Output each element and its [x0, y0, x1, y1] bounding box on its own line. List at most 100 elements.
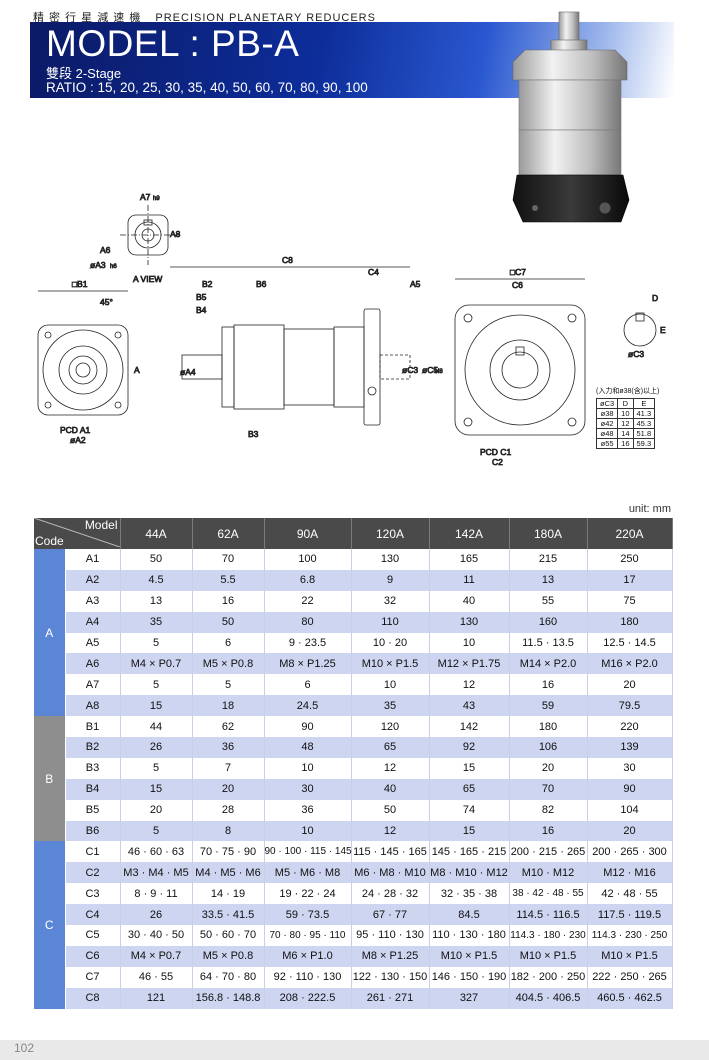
table-cell: 44 [120, 716, 193, 738]
table-cell: 114.5 · 116.5 [509, 904, 588, 926]
row-code: B6 [65, 820, 121, 842]
table-cell: 12 [351, 757, 430, 779]
table-cell: 38 · 42 · 48 · 55 [509, 883, 588, 905]
table-cell: 30 [587, 757, 673, 779]
table-cell: 11 [429, 569, 510, 591]
key-cell: 51.8 [632, 428, 656, 439]
label-b3: B3 [248, 429, 259, 439]
table-corner: Model Code [34, 518, 121, 549]
table-cell: M14 × P2.0 [509, 653, 588, 675]
label-a: A [134, 365, 140, 375]
table-cell: 74 [429, 799, 510, 821]
table-cell: 10 [264, 757, 352, 779]
flange-view: □C7 C6 PCD C1 C2 [454, 267, 586, 467]
row-code: B1 [65, 716, 121, 738]
ratio-label: RATIO : 15, 20, 25, 30, 35, 40, 50, 60, … [46, 80, 368, 95]
table-cell: 10 [429, 632, 510, 654]
product-image [512, 11, 630, 223]
table-cell: 9 · 23.5 [264, 632, 352, 654]
row-code: A2 [65, 569, 121, 591]
table-cell: 20 [120, 799, 193, 821]
unit-label: unit: mm [628, 503, 671, 515]
table-cell: 82 [509, 799, 588, 821]
table-cell: M16 × P2.0 [587, 653, 673, 675]
table-cell: 10 [351, 674, 430, 696]
table-cell: 104 [587, 799, 673, 821]
table-cell: 46 · 55 [120, 966, 193, 988]
group-label: A [34, 549, 66, 717]
side-view: C8 C4 A5 B2 B6 B5 B4 øA4 øC3 øC5 H8 B3 [170, 255, 444, 439]
label-a5: A5 [410, 279, 421, 289]
table-cell: 20 [587, 674, 673, 696]
table-cell: 48 [264, 737, 352, 758]
table-cell: M4 × P0.7 [120, 653, 193, 675]
label-b4: B4 [196, 305, 207, 315]
table-cell: M8 · M10 · M12 [429, 862, 510, 884]
label-pcd-a1: PCD A1 [60, 425, 91, 435]
header-top: 精 密 行 星 減 速 機 PRECISION PLANETARY REDUCE… [33, 9, 386, 25]
table-cell: 59 [509, 695, 588, 717]
table-cell: 6 [192, 632, 265, 654]
row-code: A3 [65, 590, 121, 612]
table-cell: 16 [509, 820, 588, 842]
table-cell: 15 [429, 757, 510, 779]
table-cell: M10 × P1.5 [509, 945, 588, 967]
table-cell: M6 · M8 · M10 [351, 862, 430, 884]
table-cell: 40 [429, 590, 510, 612]
table-cell: 139 [587, 737, 673, 758]
row-code: C8 [65, 987, 121, 1009]
row-code: C3 [65, 883, 121, 905]
table-cell: 18 [192, 695, 265, 717]
key-cell: 16 [617, 438, 634, 449]
table-cell: 160 [509, 611, 588, 633]
table-cell: 70 [192, 549, 265, 570]
table-cell: 43 [429, 695, 510, 717]
table-cell: 92 · 110 · 130 [264, 966, 352, 988]
table-cell: 165 [429, 549, 510, 570]
table-cell: 50 [192, 611, 265, 633]
table-cell: 40 [351, 778, 430, 800]
table-cell: M8 × P1.25 [264, 653, 352, 675]
row-code: B5 [65, 799, 121, 821]
label-pcd-c1: PCD C1 [480, 447, 511, 457]
table-cell: 90 [264, 716, 352, 738]
label-a3-tol: h6 [110, 264, 117, 270]
table-cell: M10 × P1.5 [351, 653, 430, 675]
table-cell: 6.8 [264, 569, 352, 591]
table-cell: 156.8 · 148.8 [192, 987, 265, 1009]
table-cell: 35 [351, 695, 430, 717]
row-code: C7 [65, 966, 121, 988]
table-cell: 117.5 · 119.5 [587, 904, 673, 926]
column-header: 180A [509, 518, 588, 549]
table-cell: 122 · 130 · 150 [351, 966, 430, 988]
table-cell: 9 [351, 569, 430, 591]
key-cell: 59.3 [632, 438, 656, 449]
label-c3: øC3 [402, 365, 418, 375]
table-cell: 70 · 80 · 95 · 110 [264, 925, 352, 946]
table-cell: 182 · 200 · 250 [509, 966, 588, 988]
table-cell: 142 [429, 716, 510, 738]
table-cell: 65 [351, 737, 430, 758]
column-header: 90A [264, 518, 352, 549]
group-label: B [34, 716, 66, 842]
column-header: 220A [587, 518, 673, 549]
key-cell: ø38 [595, 408, 619, 419]
table-cell: M10 · M12 [509, 862, 588, 884]
label-a2: øA2 [70, 435, 86, 445]
label-c8: C8 [282, 255, 293, 265]
page-footer [0, 1040, 709, 1060]
table-cell: 180 [587, 611, 673, 633]
